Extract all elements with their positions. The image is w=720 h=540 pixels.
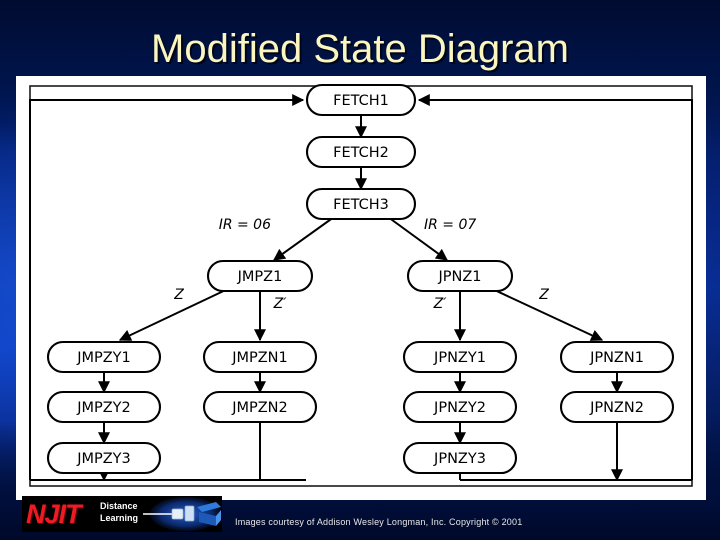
node-label: JPNZY1	[433, 350, 486, 366]
node-jpnzn2[interactable]: JPNZN2	[559, 390, 675, 424]
node-label: JMPZY2	[76, 400, 131, 416]
node-label: JMPZY1	[76, 350, 131, 366]
node-fetch3[interactable]: FETCH3	[305, 187, 417, 221]
node-jpnzy3[interactable]: JPNZY3	[402, 441, 518, 475]
njit-wordmark: NJIT	[26, 499, 82, 529]
node-label: JPNZY3	[433, 451, 486, 467]
node-label: FETCH2	[333, 145, 389, 161]
node-label: FETCH1	[333, 93, 389, 109]
node-label: JMPZN1	[231, 350, 288, 366]
edge-label-z-left: Z	[173, 287, 184, 303]
diagram-panel: FETCH1 FETCH2 FETCH3 JMPZ1 JPNZ1 JMPZY1	[16, 76, 706, 500]
node-label: FETCH3	[333, 197, 389, 213]
node-label: JMPZN2	[231, 400, 288, 416]
node-label: JPNZN2	[589, 400, 644, 416]
node-label: JMPZY3	[76, 451, 131, 467]
node-jpnzy2[interactable]: JPNZY2	[402, 390, 518, 424]
node-jpnzy1[interactable]: JPNZY1	[402, 340, 518, 374]
node-label: JMPZ1	[237, 269, 283, 285]
node-label: JPNZY2	[433, 400, 486, 416]
edge-label-z-right: Z	[538, 287, 549, 303]
njit-logo: NJIT Distance Learning	[22, 496, 222, 532]
njit-tagline-line1: Distance	[100, 501, 138, 511]
page-title: Modified State Diagram	[151, 27, 569, 71]
edge-return-right	[417, 94, 693, 480]
node-jmpzn2[interactable]: JMPZN2	[202, 390, 318, 424]
edge-jpnz1-jpnzn1	[487, 286, 604, 341]
node-label: JPNZN1	[589, 350, 644, 366]
edge-fetch3-jmpz1	[273, 216, 335, 261]
node-label: JPNZ1	[437, 269, 481, 285]
edge-label-ir07: IR = 07	[424, 217, 476, 233]
node-fetch2[interactable]: FETCH2	[305, 135, 417, 169]
node-jmpzy2[interactable]: JMPZY2	[46, 390, 162, 424]
njit-tagline-line2: Learning	[100, 513, 139, 523]
state-diagram-svg: FETCH1 FETCH2 FETCH3 JMPZ1 JPNZ1 JMPZY1	[29, 83, 693, 487]
edge-label-zprime-right: Z′	[433, 296, 448, 312]
node-jmpzy1[interactable]: JMPZY1	[46, 340, 162, 374]
node-jpnzn1[interactable]: JPNZN1	[559, 340, 675, 374]
graduation-cap-icon	[143, 497, 222, 531]
node-jmpzn1[interactable]: JMPZN1	[202, 340, 318, 374]
edge-jmpz1-jmpzy1	[118, 286, 233, 341]
node-jmpzy3[interactable]: JMPZY3	[46, 441, 162, 475]
node-jpnz1[interactable]: JPNZ1	[406, 259, 514, 293]
edge-return-left	[29, 94, 305, 480]
edge-label-ir06: IR = 06	[219, 217, 271, 233]
node-jmpz1[interactable]: JMPZ1	[206, 259, 314, 293]
node-fetch1[interactable]: FETCH1	[305, 83, 417, 117]
copyright-credit: Images courtesy of Addison Wesley Longma…	[235, 517, 523, 527]
edge-fetch3-jpnz1	[387, 216, 448, 261]
edge-label-zprime-left: Z′	[273, 296, 288, 312]
